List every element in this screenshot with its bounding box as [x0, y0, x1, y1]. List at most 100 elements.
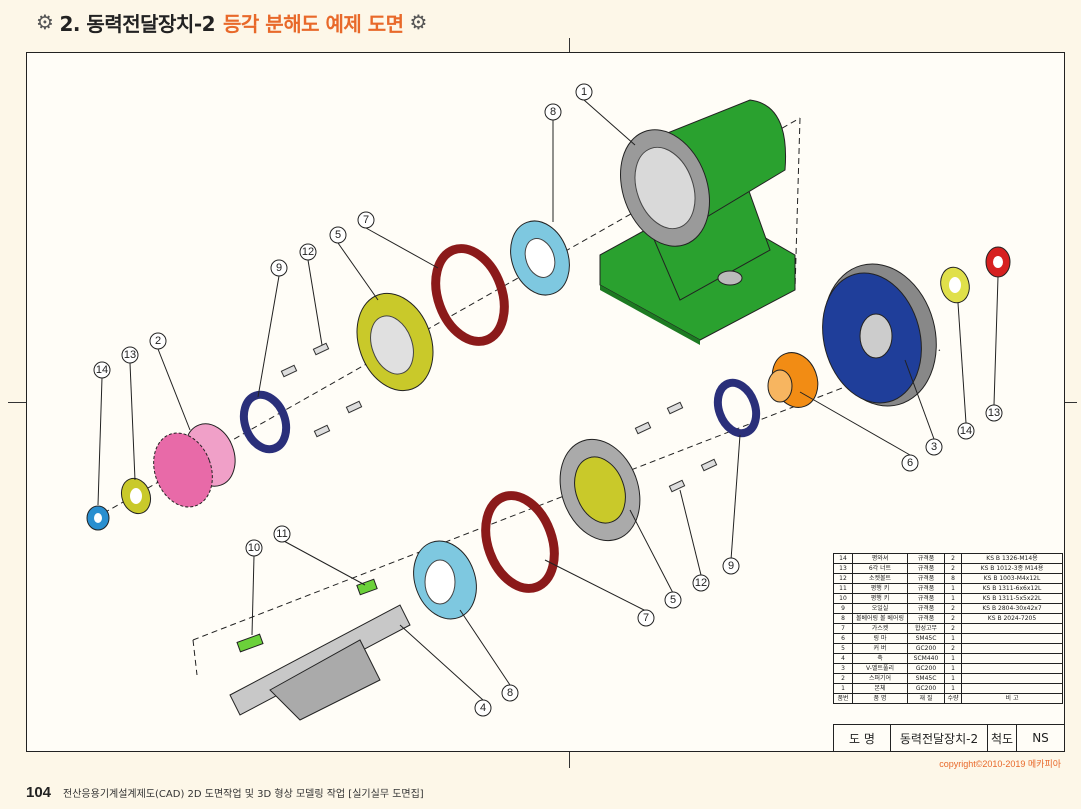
- page-footer: 104 전산응용기계설계제도(CAD) 2D 도면작업 및 3D 형상 모델링 …: [26, 784, 424, 801]
- oil-seal-top: [239, 390, 291, 454]
- parts-cell-no: 11: [833, 583, 853, 594]
- page-number: 104: [26, 784, 52, 801]
- balloon-label: 4: [480, 702, 486, 714]
- balloon-9: [722, 557, 740, 575]
- parts-cell-no: 9: [833, 603, 853, 614]
- balloon-label: 3: [931, 441, 937, 453]
- parts-cell-no: 5: [833, 643, 853, 654]
- parts-cell-qty: 2: [944, 643, 962, 654]
- header-name: 품 명: [852, 693, 908, 704]
- header-qty: 수량: [944, 693, 962, 704]
- copyright: copyright©2010-2019 메카피아: [939, 759, 1061, 769]
- balloon-13: [985, 404, 1003, 422]
- parts-cell-no: 1: [833, 683, 853, 694]
- parts-cell-qty: 1: [944, 593, 962, 604]
- parts-cell-qty: 2: [944, 623, 962, 634]
- parts-cell-material: 규격품: [907, 593, 945, 604]
- balloon-label: 7: [363, 214, 369, 226]
- balloon-label: 8: [550, 106, 556, 118]
- parts-cell-no: 13: [833, 563, 853, 574]
- balloon-label: 5: [670, 594, 676, 606]
- balloon-2: [149, 332, 167, 350]
- parts-cell-qty: 2: [944, 553, 962, 564]
- parts-cell-material: 규격품: [907, 603, 945, 614]
- parts-cell-qty: 1: [944, 663, 962, 674]
- center-mark: [8, 402, 26, 403]
- balloon-3: [925, 438, 943, 456]
- parts-cell-name: 가스켓: [852, 623, 908, 634]
- parts-cell-name: 링 마: [852, 633, 908, 644]
- parts-cell-material: 규격품: [907, 583, 945, 594]
- parts-cell-no: 7: [833, 623, 853, 634]
- parts-cell-remark: KS B 1311-6x6x12L: [961, 583, 1063, 594]
- balloon-label: 9: [276, 262, 282, 274]
- title-block: 도 명 동력전달장치-2 척도 NS: [833, 724, 1065, 751]
- parts-cell-no: 2: [833, 673, 853, 684]
- parts-cell-name: 소켓볼트: [852, 573, 908, 584]
- balloon-label: 6: [907, 457, 913, 469]
- parts-cell-qty: 8: [944, 573, 962, 584]
- balloon-14: [93, 361, 111, 379]
- section-subtitle: 등각 분해도 예제 도면: [223, 11, 404, 36]
- balloon-12: [692, 574, 710, 592]
- balloon-7: [357, 211, 375, 229]
- parts-cell-material: 규격품: [907, 613, 945, 624]
- spur-gear: [153, 423, 236, 508]
- scale-label: 척도: [988, 725, 1017, 751]
- gear-icon: ⚙: [36, 10, 54, 34]
- parts-cell-no: 6: [833, 633, 853, 644]
- parts-cell-qty: 1: [944, 633, 962, 644]
- parts-cell-qty: 2: [944, 563, 962, 574]
- oil-seal-right: [713, 378, 761, 438]
- parts-cell-name: 6각 너트: [852, 563, 908, 574]
- header-remark: 비 고: [961, 693, 1063, 704]
- parts-cell-remark: KS B 1326-M14용: [961, 553, 1063, 564]
- socket-bolts-right: [634, 401, 718, 493]
- title-label: 도 명: [834, 725, 891, 751]
- balloon-5: [664, 591, 682, 609]
- gear-icon: ⚙: [409, 10, 428, 34]
- washer-right: [940, 266, 970, 304]
- parts-cell-name: 평행 키: [852, 583, 908, 594]
- center-mark: [569, 750, 570, 768]
- parts-cell-remark: [961, 663, 1063, 674]
- center-mark: [1063, 402, 1077, 403]
- gasket-bottom: [481, 491, 559, 593]
- center-mark: [569, 38, 570, 52]
- cover-bottom: [559, 438, 641, 542]
- balloon-12: [299, 243, 317, 261]
- balloon-8: [544, 103, 562, 121]
- ball-bearing-bottom: [413, 540, 477, 620]
- balloon-label: 9: [728, 560, 734, 572]
- parts-cell-qty: 1: [944, 683, 962, 694]
- parts-cell-material: 규격품: [907, 553, 945, 564]
- balloon-label: 2: [155, 335, 161, 347]
- parts-cell-material: SM45C: [907, 633, 945, 644]
- body-housing: [599, 99, 796, 345]
- parts-cell-no: 10: [833, 593, 853, 604]
- parts-cell-material: 규격품: [907, 573, 945, 584]
- parts-cell-material: SM45C: [907, 673, 945, 684]
- page-header: ⚙ 2. 동력전달장치-2 등각 분해도 예제 도면 ⚙: [30, 8, 433, 36]
- balloon-9: [270, 259, 288, 277]
- balloon-label: 8: [507, 687, 513, 699]
- balloon-label: 13: [988, 407, 1000, 419]
- hex-nut-right: [985, 246, 1011, 278]
- balloon-label: 12: [695, 577, 707, 589]
- drawing-name: 동력전달장치-2: [891, 725, 988, 751]
- hex-nut-left: [120, 477, 152, 515]
- header-material: 재 질: [907, 693, 945, 704]
- parts-cell-remark: [961, 623, 1063, 634]
